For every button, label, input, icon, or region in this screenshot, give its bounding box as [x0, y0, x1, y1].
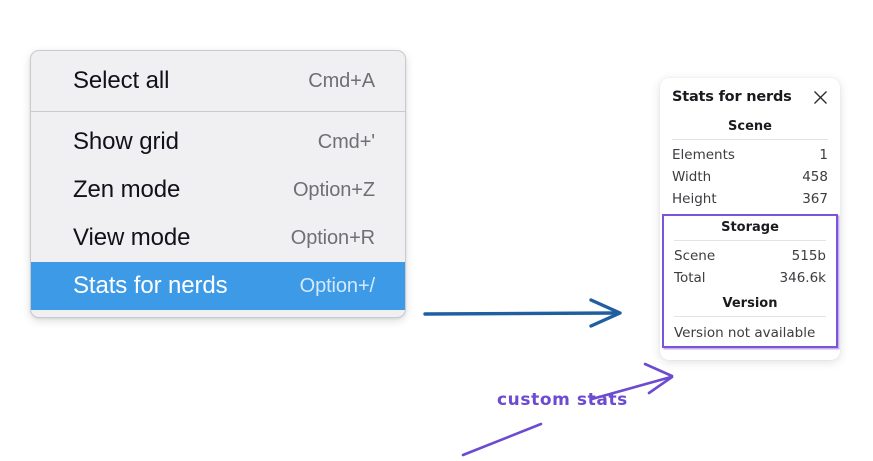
- menu-item-shortcut: Option+R: [290, 226, 375, 249]
- stats-section-scene: Scene Elements 1 Width 458 Height 367: [672, 117, 828, 210]
- version-note: Version not available: [674, 325, 816, 341]
- context-menu: Select all Cmd+A Show grid Cmd+' Zen mod…: [30, 50, 406, 318]
- custom-stats-highlight-box: Storage Scene 515b Total 346.6k Version …: [662, 214, 838, 348]
- menu-item-label: Show grid: [73, 128, 179, 155]
- menu-item-label: View mode: [73, 224, 191, 251]
- section-rule: [674, 240, 826, 241]
- flow-arrow-icon: [423, 298, 622, 328]
- stats-section-version: Version Version not available: [674, 289, 826, 342]
- stat-value: 367: [802, 191, 828, 207]
- callout-underline-stroke: [461, 422, 543, 457]
- menu-item-label: Select all: [73, 67, 170, 94]
- stats-panel-header: Stats for nerds: [672, 89, 828, 105]
- menu-group-2: Show grid Cmd+' Zen mode Option+Z View m…: [31, 118, 405, 310]
- menu-item-shortcut: Cmd+': [317, 130, 375, 153]
- stat-row: Total 346.6k: [674, 267, 826, 289]
- section-heading-scene: Scene: [728, 119, 772, 134]
- stat-row: Scene 515b: [674, 245, 826, 267]
- stats-panel-title: Stats for nerds: [672, 89, 792, 105]
- section-rule: [672, 139, 828, 140]
- stats-for-nerds-panel: Stats for nerds Scene Elements 1 Width 4…: [660, 78, 840, 360]
- callout-label: custom stats: [497, 390, 628, 410]
- menu-item-shortcut: Cmd+A: [308, 69, 375, 92]
- stat-key: Scene: [674, 248, 716, 264]
- stat-value: 346.6k: [779, 270, 826, 286]
- section-rule: [674, 316, 826, 317]
- stat-row: Elements 1: [672, 144, 828, 166]
- menu-item-select-all[interactable]: Select all Cmd+A: [31, 57, 405, 105]
- stat-key: Width: [672, 169, 712, 185]
- menu-separator: [31, 111, 405, 112]
- menu-item-show-grid[interactable]: Show grid Cmd+': [31, 118, 405, 166]
- stat-value: 515b: [791, 248, 826, 264]
- stat-value: 1: [819, 147, 828, 163]
- section-heading-storage: Storage: [721, 220, 779, 235]
- close-icon[interactable]: [813, 90, 828, 105]
- stat-key: Total: [674, 270, 706, 286]
- menu-group-1: Select all Cmd+A: [31, 57, 405, 105]
- stats-section-storage: Storage Scene 515b Total 346.6k: [674, 218, 826, 289]
- stat-value: 458: [802, 169, 828, 185]
- menu-item-shortcut: Option+/: [299, 274, 375, 297]
- stat-key: Elements: [672, 147, 735, 163]
- stat-row: Width 458: [672, 166, 828, 188]
- stat-row: Height 367: [672, 188, 828, 210]
- menu-item-stats-for-nerds[interactable]: Stats for nerds Option+/: [31, 262, 405, 310]
- menu-item-label: Zen mode: [73, 176, 181, 203]
- menu-item-label: Stats for nerds: [73, 272, 228, 299]
- section-heading-version: Version: [722, 296, 778, 311]
- menu-item-zen-mode[interactable]: Zen mode Option+Z: [31, 166, 405, 214]
- menu-item-view-mode[interactable]: View mode Option+R: [31, 214, 405, 262]
- menu-item-shortcut: Option+Z: [292, 178, 375, 201]
- stat-key: Height: [672, 191, 717, 207]
